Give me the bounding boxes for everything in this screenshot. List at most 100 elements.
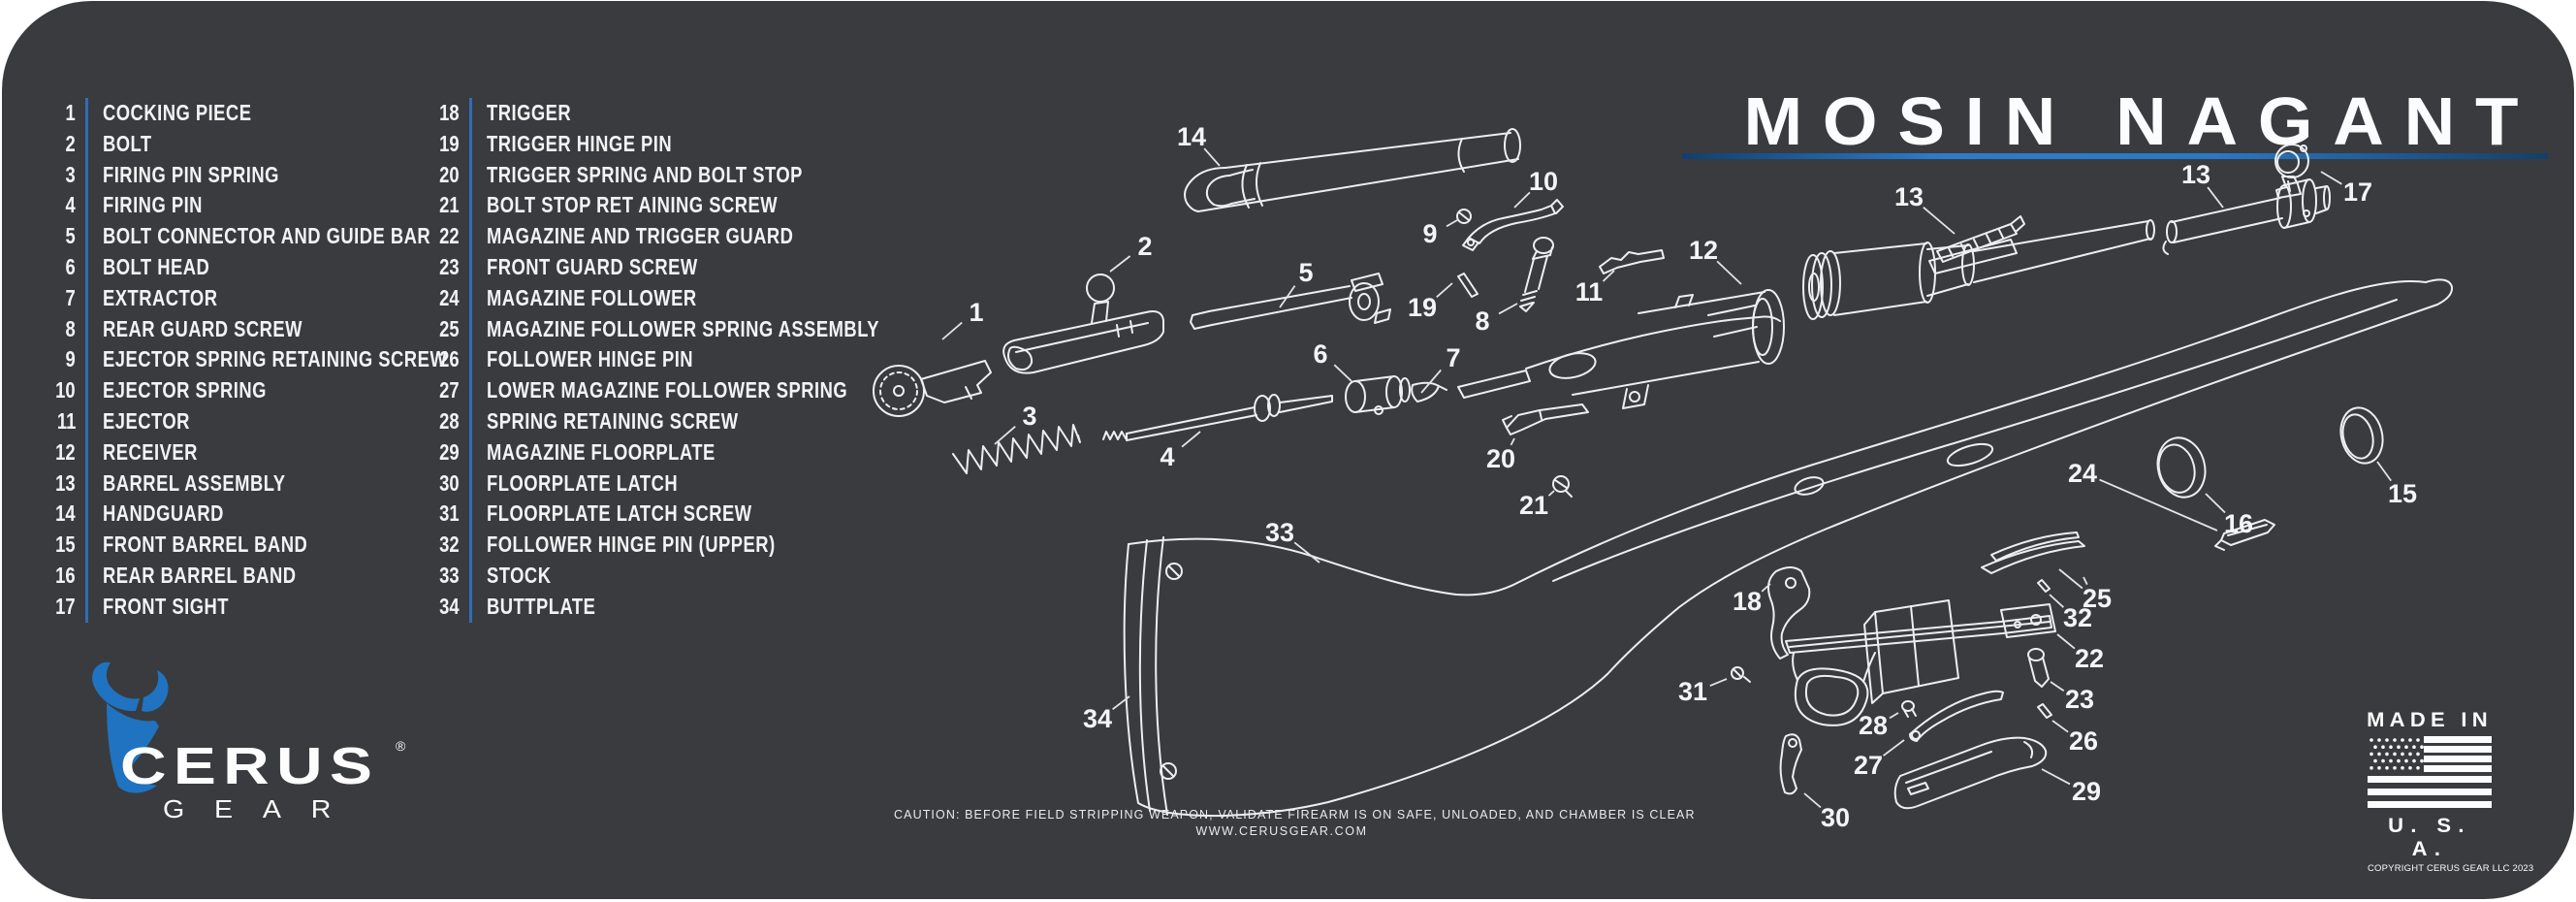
part-name: TRIGGER HINGE PIN (487, 130, 673, 156)
callout-leader-line (1436, 282, 1453, 298)
part-9-ejector-spring-retaining-screw-drawing (1456, 209, 1472, 224)
list-divider (469, 499, 472, 531)
part-number: 26 (439, 346, 460, 372)
list-divider (85, 560, 88, 592)
part-number: 31 (439, 500, 460, 527)
part-number: 9 (65, 346, 76, 372)
logo-sub-text: GEAR (163, 794, 362, 823)
part-30-floorplate-latch-drawing (1779, 733, 1802, 795)
callout-leader-line (2320, 171, 2342, 185)
part-23-front-guard-screw-drawing (2027, 648, 2050, 688)
title-underline (1682, 153, 2548, 159)
part-number: 27 (439, 377, 460, 403)
part-name: TRIGGER (487, 100, 572, 125)
part-number: 20 (439, 161, 460, 187)
callout-number: 24 (2068, 459, 2097, 488)
part-name: MAGAZINE FOLLOWER SPRING ASSEMBLY (487, 315, 879, 341)
part-6-bolt-head-drawing (1345, 375, 1411, 415)
part-name: REAR GUARD SCREW (103, 315, 302, 341)
callout-leader-line (1293, 541, 1320, 564)
part-name: REAR BARREL BAND (103, 562, 297, 588)
list-divider (85, 313, 88, 345)
part-name: EJECTOR SPRING (103, 377, 267, 403)
list-divider (469, 375, 472, 406)
part-name: MAGAZINE AND TRIGGER GUARD (487, 223, 794, 249)
callout-18: 18 (1733, 583, 1771, 616)
part-number: 8 (65, 315, 76, 341)
callout-leader-line (1803, 792, 1822, 809)
part-21-bolt-stop-retaining-screw-drawing (1552, 475, 1573, 498)
callout-23: 23 (2050, 681, 2094, 714)
list-divider (85, 467, 88, 499)
parts-list-row: 19 TRIGGER HINGE PIN (403, 128, 977, 160)
part-name: MAGAZINE FLOORPLATE (487, 438, 716, 465)
list-divider (85, 221, 88, 252)
part-number: 25 (439, 315, 460, 341)
callout-leader-line (2099, 478, 2218, 532)
copyright-text: COPYRIGHT CERUS GEAR LLC 2023 (2368, 863, 2534, 874)
callout-number: 19 (1408, 293, 1437, 322)
part-name: BOLT STOP RET AINING SCREW (487, 192, 779, 218)
callout-3: 3 (994, 402, 1037, 445)
callout-number: 17 (2343, 177, 2372, 207)
callout-25: 25 (2058, 568, 2112, 613)
callout-leader-line (1716, 260, 1742, 285)
part-name: HANDGUARD (103, 500, 224, 527)
list-divider (469, 251, 472, 283)
part-27-lower-follower-spring-drawing (1909, 690, 2004, 742)
part-28-spring-retaining-screw-drawing (1901, 700, 1917, 718)
callout-number: 1 (969, 298, 983, 327)
callout-number: 33 (1265, 518, 1294, 547)
part-name: COCKING PIECE (103, 100, 252, 125)
part-number: 19 (439, 130, 460, 156)
part-name: EJECTOR SPRING RETAINING SCREW (103, 346, 448, 372)
callout-leader-line (2376, 461, 2392, 482)
callout-32: 32 (2049, 594, 2092, 632)
list-divider (469, 530, 472, 561)
list-divider (85, 405, 88, 437)
logo-registered-mark: ® (396, 738, 406, 754)
caution-footer: CAUTION: BEFORE FIELD STRIPPING WEAPON, … (894, 808, 1696, 838)
list-divider (469, 436, 472, 468)
part-34-buttplate-drawing (1138, 536, 1183, 816)
callout-number: 9 (1422, 219, 1437, 248)
callout-leader-line (1203, 147, 1221, 167)
callout-number: 27 (1854, 751, 1883, 780)
part-18-trigger-drawing (1767, 566, 1811, 660)
part-name: FOLLOWER HINGE PIN (UPPER) (487, 532, 776, 558)
callout-leader-line (994, 426, 1016, 445)
callout-leader-line (1602, 270, 1615, 282)
list-divider (469, 190, 472, 222)
part-4-firing-pin-drawing (1102, 394, 1333, 441)
callout-5: 5 (1279, 258, 1314, 308)
part-name: FLOORPLATE LATCH (487, 469, 679, 496)
callout-29: 29 (2041, 768, 2101, 806)
part-3-firing-pin-spring-drawing (952, 424, 1081, 474)
callout-number: 13 (1894, 182, 1924, 211)
part-number: 4 (65, 192, 76, 218)
callout-16: 16 (2205, 493, 2253, 538)
callout-7: 7 (1420, 343, 1461, 394)
part-11-ejector-drawing (1599, 249, 1665, 274)
callout-number: 28 (1859, 711, 1888, 740)
parts-list-row: 9 EJECTOR SPRING RETAINING SCREW (19, 344, 533, 376)
callout-leader-line (1279, 285, 1296, 308)
product-title: MOSIN NAGANT (1743, 83, 2538, 159)
caution-text: CAUTION: BEFORE FIELD STRIPPING WEAPON, … (894, 808, 1696, 821)
list-divider (469, 591, 472, 623)
list-divider (469, 282, 472, 314)
part-name: BOLT CONNECTOR AND GUIDE BAR (103, 223, 431, 249)
